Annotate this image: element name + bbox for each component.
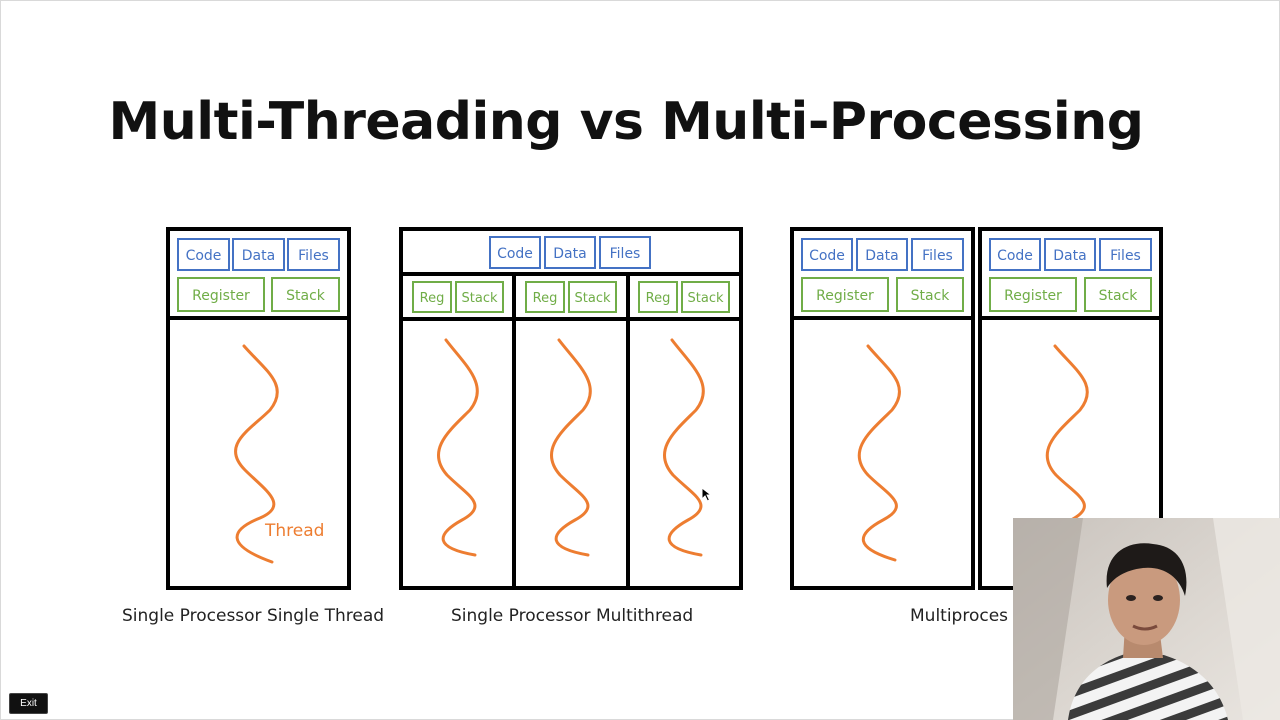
svg-text:Register: Register (1004, 288, 1062, 304)
presenter-webcam-image (1013, 518, 1280, 720)
thread-wave (662, 338, 705, 557)
stack-box: Stack (681, 281, 730, 313)
process-outline (399, 227, 743, 590)
files-box: Files (911, 238, 964, 271)
svg-text:Reg: Reg (646, 291, 671, 306)
data-box: Data (1044, 238, 1096, 271)
panel-multiprocess-2: Code Data Files Register Stack (978, 227, 1163, 590)
svg-text:Reg: Reg (533, 291, 558, 306)
svg-text:Reg: Reg (420, 291, 445, 306)
process-outline (166, 227, 351, 590)
svg-text:Files: Files (610, 246, 641, 262)
svg-text:Stack: Stack (688, 291, 724, 306)
register-box: Register (801, 277, 889, 312)
svg-text:Stack: Stack (286, 288, 326, 304)
reg-box: Reg (412, 281, 452, 313)
code-box: Code (489, 236, 541, 269)
stack-box: Stack (568, 281, 617, 313)
thread-wave (436, 338, 479, 557)
exit-button[interactable]: Exit (9, 693, 48, 714)
stack-box: Stack (271, 277, 340, 312)
register-box: Register (989, 277, 1077, 312)
reg-box: Reg (638, 281, 678, 313)
panel-single-processor-single-thread: Code Data Files Register Stack Thread (166, 227, 351, 590)
thread-wave (234, 344, 279, 564)
caption-single-processor-single-thread: Single Processor Single Thread (122, 606, 385, 626)
svg-text:Register: Register (192, 288, 250, 304)
files-box: Files (599, 236, 651, 269)
thread-label: Thread (264, 521, 324, 541)
svg-text:Code: Code (809, 248, 845, 264)
data-box: Data (856, 238, 908, 271)
thread-wave (549, 338, 592, 557)
svg-text:Data: Data (865, 248, 898, 264)
svg-text:Data: Data (1053, 248, 1086, 264)
stack-box: Stack (896, 277, 964, 312)
presenter-webcam (1013, 518, 1280, 720)
svg-text:Files: Files (1110, 248, 1141, 264)
svg-text:Stack: Stack (1099, 288, 1139, 304)
reg-box: Reg (525, 281, 565, 313)
caption-single-processor-multithread: Single Processor Multithread (451, 606, 694, 626)
svg-text:Code: Code (186, 248, 222, 264)
thread-wave (857, 344, 901, 562)
stack-box: Stack (1084, 277, 1152, 312)
svg-text:Files: Files (922, 248, 953, 264)
svg-text:Files: Files (298, 248, 329, 264)
code-box: Code (801, 238, 853, 271)
svg-text:Data: Data (242, 248, 275, 264)
mouse-pointer-icon (701, 487, 713, 502)
svg-text:Code: Code (997, 248, 1033, 264)
register-box: Register (177, 277, 265, 312)
data-box: Data (544, 236, 596, 269)
svg-text:Stack: Stack (575, 291, 611, 306)
process-outline (790, 227, 975, 590)
slide-title: Multi-Threading vs Multi-Processing (108, 92, 1144, 152)
svg-text:Code: Code (497, 246, 533, 262)
svg-text:Stack: Stack (462, 291, 498, 306)
files-box: Files (1099, 238, 1152, 271)
panel-single-processor-multithread: Code Data Files Reg Stack Reg Stack Reg … (399, 227, 743, 590)
thread-wave (1045, 344, 1089, 522)
files-box: Files (287, 238, 340, 271)
svg-text:Stack: Stack (911, 288, 951, 304)
code-box: Code (989, 238, 1041, 271)
code-box: Code (177, 238, 230, 271)
stack-box: Stack (455, 281, 504, 313)
caption-multiprocess: Multiproces (910, 606, 1009, 626)
svg-text:Register: Register (816, 288, 874, 304)
panel-multiprocess-1: Code Data Files Register Stack (790, 227, 975, 590)
svg-text:Data: Data (553, 246, 586, 262)
data-box: Data (232, 238, 285, 271)
